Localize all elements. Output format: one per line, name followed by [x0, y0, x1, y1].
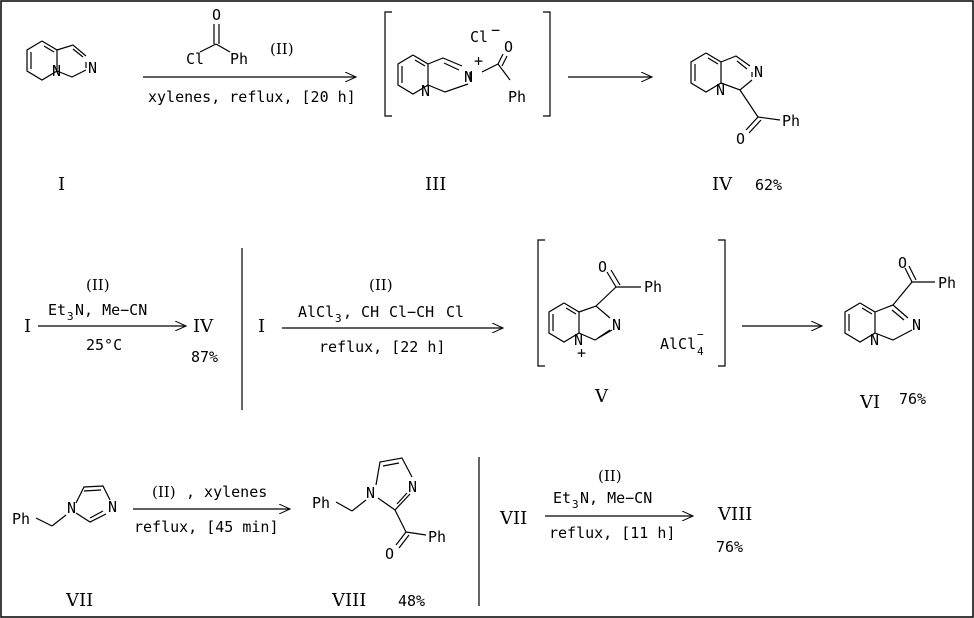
- alcl3-sub: 3: [335, 312, 342, 325]
- compound-III-structure: N + N O Ph Cl −: [397, 21, 526, 106]
- label-IV-2: IV: [193, 316, 214, 337]
- compound-V-structure: N N + O Ph AlCl 4 −: [548, 258, 704, 362]
- bracket-III-right: [543, 11, 551, 117]
- compound-IV-O: O: [736, 130, 745, 148]
- compound-V-N2: N: [574, 331, 583, 349]
- yield-VI: 76%: [899, 390, 926, 408]
- compound-V-plus: +: [577, 344, 586, 362]
- yield-VIII-alt: 76%: [716, 538, 743, 556]
- compound-III-O: O: [504, 38, 513, 56]
- compound-VIII-Ph2: Ph: [428, 528, 446, 546]
- compound-VII-Ph: Ph: [12, 510, 30, 528]
- reagent-II-label-5: (II): [598, 467, 622, 485]
- reagent-II-label: (II): [270, 40, 294, 58]
- reagent-II-label-4: (II): [152, 483, 176, 501]
- label-IV: IV: [712, 174, 733, 195]
- label-VIII-2: VIII: [717, 504, 752, 525]
- et3n-Et: Et: [48, 301, 66, 319]
- reagent-II-benzoyl-chloride: O Cl Ph (II): [186, 6, 294, 68]
- yield-IV-alt: 87%: [191, 348, 218, 366]
- et3n-sub: 3: [67, 310, 74, 323]
- compound-VII-N2: N: [108, 498, 117, 516]
- arrow-4-conditions: reflux, [22 h]: [319, 338, 445, 356]
- compound-VI-O: O: [898, 254, 907, 272]
- et3n-sub-2: 3: [572, 498, 579, 511]
- label-VII: VII: [65, 590, 93, 611]
- arrow-1-conditions: xylenes, reflux, [20 h]: [148, 88, 356, 106]
- compound-III-N-plus: N: [464, 68, 473, 86]
- compound-V-N1: N: [612, 316, 621, 334]
- label-V: V: [594, 386, 609, 407]
- arrow-7-conditions: reflux, [11 h]: [549, 524, 675, 542]
- compound-VII-structure: Ph N N: [12, 485, 117, 528]
- arrow-3-temp: 25°C: [86, 336, 122, 354]
- compound-VIII-O: O: [385, 545, 394, 563]
- compound-I-N1: N: [88, 59, 97, 77]
- arrow-6-conditions: reflux, [45 min]: [134, 518, 279, 536]
- compound-III-N: N: [421, 82, 430, 100]
- benzoyl-Cl: Cl: [186, 50, 204, 68]
- compound-VIII-N2: N: [408, 478, 417, 496]
- compound-V-O: O: [598, 258, 607, 276]
- compound-IV-N2: N: [716, 81, 725, 99]
- label-I: I: [58, 174, 65, 195]
- compound-V-AlCl-sub: 4: [697, 345, 704, 358]
- yield-IV: 62%: [755, 176, 782, 194]
- label-I-2: I: [24, 316, 31, 337]
- compound-VII-N1: N: [67, 499, 76, 517]
- solvent-part1: , CH: [343, 303, 379, 321]
- label-VII-2: VII: [499, 508, 527, 529]
- bracket-V-right: [718, 239, 726, 367]
- bracket-III-left: [384, 11, 392, 117]
- bracket-V-left: [537, 239, 545, 367]
- compound-III-Ph: Ph: [508, 88, 526, 106]
- label-VIII: VIII: [331, 590, 366, 611]
- compound-VI-structure: N N O Ph: [844, 254, 956, 349]
- compound-V-Ph: Ph: [644, 278, 662, 296]
- et3n-rest-2: N, Me−CN: [580, 489, 652, 507]
- compound-IV-N1: N: [754, 63, 763, 81]
- compound-V-AlCl: AlCl: [660, 335, 696, 353]
- benzoyl-Ph: Ph: [230, 50, 248, 68]
- alcl3-label: AlCl: [298, 303, 334, 321]
- compound-V-AlCl-charge: −: [697, 328, 704, 341]
- solvent-part3: Cl: [446, 303, 464, 321]
- yield-VIII: 48%: [398, 592, 425, 610]
- compound-VIII-Ph1: Ph: [312, 494, 330, 512]
- arrow-6-above: , xylenes: [186, 483, 267, 501]
- label-VI: VI: [859, 392, 880, 413]
- label-III: III: [425, 174, 446, 195]
- compound-IV-structure: N N O Ph: [690, 52, 800, 148]
- compound-VIII-N1: N: [366, 484, 375, 502]
- solvent-part2: Cl−CH: [389, 303, 434, 321]
- compound-IV-Ph: Ph: [782, 112, 800, 130]
- benzoyl-O: O: [212, 6, 221, 24]
- compound-I-structure: N N: [26, 40, 97, 81]
- compound-III-Cl-charge: −: [491, 21, 500, 39]
- compound-VI-N2: N: [870, 331, 879, 349]
- reagent-II-label-3: (II): [369, 276, 393, 294]
- label-I-3: I: [258, 316, 265, 337]
- compound-III-Cl: Cl: [470, 28, 488, 46]
- et3n-Et-2: Et: [553, 489, 571, 507]
- compound-III-charge: +: [474, 52, 483, 70]
- reagent-II-label-2: (II): [86, 276, 110, 294]
- compound-VI-N1: N: [912, 316, 921, 334]
- compound-VI-Ph: Ph: [938, 274, 956, 292]
- et3n-rest: N, Me−CN: [75, 301, 147, 319]
- compound-VIII-structure: Ph N N O Ph: [312, 457, 446, 563]
- compound-I-N2: N: [52, 62, 61, 80]
